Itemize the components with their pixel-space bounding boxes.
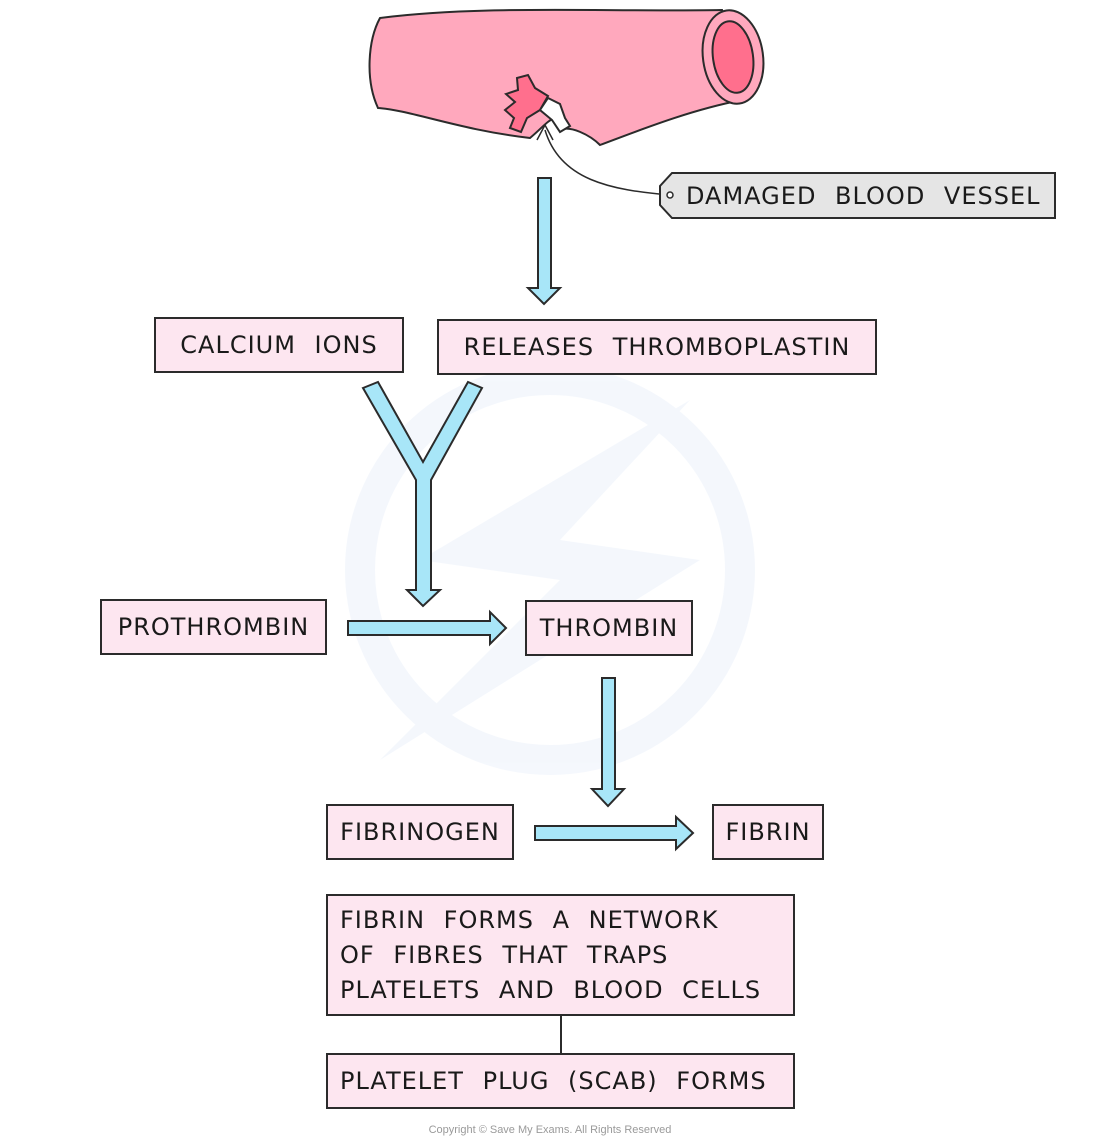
arrow-merge-to-prothrombin-reaction [361,380,484,608]
arrow-vessel-to-thromboplastin [525,177,563,306]
tag-hole [666,191,674,199]
platelet-plug-box: PLATELET PLUG (SCAB) FORMS [326,1053,795,1109]
arrow-prothrombin-to-thrombin [347,609,508,647]
vessel-tear-gap [538,96,572,134]
vessel-wound [503,73,550,134]
arrow-fibrinogen-to-fibrin [534,814,695,852]
vessel-tube [368,8,744,147]
calcium-ions-box: CALCIUM IONS [154,317,404,373]
fibrin-box: FIBRIN [712,804,824,860]
label-pointer-line [544,129,671,196]
vessel-label-tag [659,172,1056,219]
thrombin-box: THROMBIN [525,600,693,656]
fibrin-network-line-1: FIBRIN FORMS A NETWORK [340,905,719,934]
fibrin-network-line-3: PLATELETS AND BLOOD CELLS [340,975,762,1004]
arrow-thrombin-down [589,677,627,808]
vessel-label: DAMAGED BLOOD VESSEL [686,181,1041,210]
vessel-opening-inner [711,20,755,94]
releases-thromboplastin-box: RELEASES THROMBOPLASTIN [437,319,877,375]
label-pointer-head [536,123,554,141]
fibrin-network-box: FIBRIN FORMS A NETWORK OF FIBRES THAT TR… [326,894,795,1016]
copyright-notice: Copyright © Save My Exams. All Rights Re… [428,1124,672,1136]
fibrinogen-box: FIBRINOGEN [326,804,514,860]
fibrin-network-line-2: OF FIBRES THAT TRAPS [340,940,669,969]
watermark-logo [345,365,755,775]
prothrombin-box: PROTHROMBIN [100,599,327,655]
damaged-blood-vessel [368,8,765,147]
